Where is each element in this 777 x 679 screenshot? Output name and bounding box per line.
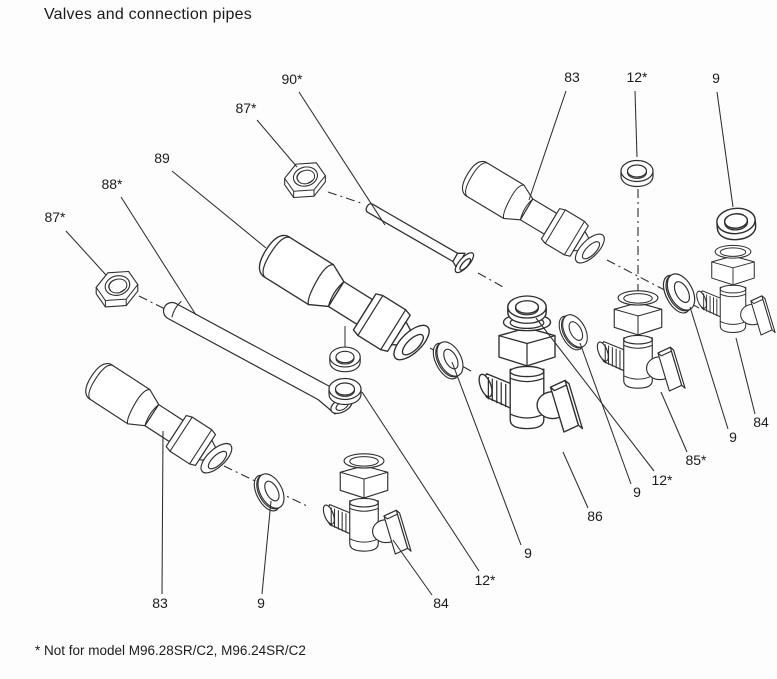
part-label-83-top: 83	[564, 69, 580, 85]
leader-line-9-bottom-left	[261, 500, 272, 595]
part-label-84-bottom: 84	[433, 595, 449, 611]
gasket-12-valve86	[507, 295, 547, 324]
leader-line-87-top	[256, 119, 298, 168]
leader-line-9-top	[716, 91, 734, 208]
part-label-87-left: 87*	[44, 209, 66, 225]
part-label-83-bottom: 83	[152, 595, 168, 611]
part-label-12-mid: 12*	[651, 472, 673, 488]
axis-pipe90-to-valve86	[477, 272, 506, 289]
leader-line-88	[120, 196, 197, 316]
part-label-12-top: 12*	[626, 69, 648, 85]
leader-line-87-left	[65, 230, 107, 276]
leader-line-12-mid	[535, 317, 655, 472]
leader-line-9-mid	[579, 342, 632, 485]
part-label-90: 90*	[281, 71, 303, 87]
axis-nut-to-pipe90	[327, 191, 362, 204]
axis-nut-to-pipe88	[138, 295, 166, 310]
gasket-12-stack-upper	[329, 346, 361, 373]
seal-9-mid	[553, 309, 594, 355]
leader-line-12-bottom	[361, 391, 480, 572]
part-label-9-bottom-mid: 9	[524, 545, 532, 561]
leader-line-89	[171, 170, 267, 249]
leader-line-12-top	[634, 90, 638, 158]
leader-line-9-bottom-mid	[451, 361, 522, 546]
leader-line-84-right	[735, 337, 756, 415]
leader-line-9-right	[689, 306, 729, 430]
part-label-12-bottom: 12*	[474, 572, 496, 588]
leader-line-83-bottom	[161, 430, 164, 595]
valve-84-bottom	[320, 453, 412, 555]
part-label-9-top: 9	[712, 70, 720, 86]
pipe-90	[359, 194, 479, 279]
leader-line-85	[660, 391, 688, 453]
leader-line-84-bottom	[392, 539, 433, 596]
pipe-83-bottom-left	[79, 358, 240, 484]
seal-9-right	[657, 267, 702, 318]
part-label-89: 89	[154, 150, 170, 166]
seal-9-valve86	[427, 336, 470, 384]
gasket-12-top	[620, 159, 654, 188]
gasket-12-stack-lower	[328, 377, 362, 406]
part-label-9-bottom-left: 9	[257, 595, 265, 611]
footnote: * Not for model M96.28SR/C2, M96.24SR/C2	[35, 643, 306, 658]
part-label-9-mid: 9	[633, 484, 641, 500]
gasket-9-ring-top-right	[715, 206, 758, 242]
pipe-83-top-right	[456, 156, 612, 273]
part-label-84-right: 84	[753, 414, 769, 430]
cap-nut-87-top	[284, 162, 326, 199]
leader-layer: 90* 87* 89 88* 87* 83 12* 9 84 9 85* 12* 9 86 12* 9 84 83…	[44, 69, 769, 611]
bent-pipe-88	[162, 300, 353, 415]
part-label-86: 86	[587, 508, 603, 524]
seal-9-bottom-left	[248, 468, 291, 516]
leader-line-90	[298, 91, 386, 226]
part-label-9-right: 9	[729, 429, 737, 445]
part-label-88: 88*	[101, 176, 123, 192]
leader-line-83-top	[528, 90, 567, 201]
part-label-85: 85*	[685, 452, 707, 468]
part-label-87-top: 87*	[235, 100, 257, 116]
cap-nut-87-left	[95, 270, 139, 308]
valve-84-right	[694, 244, 776, 336]
leader-line-86	[562, 451, 589, 509]
page-title: Valves and connection pipes	[44, 6, 252, 23]
